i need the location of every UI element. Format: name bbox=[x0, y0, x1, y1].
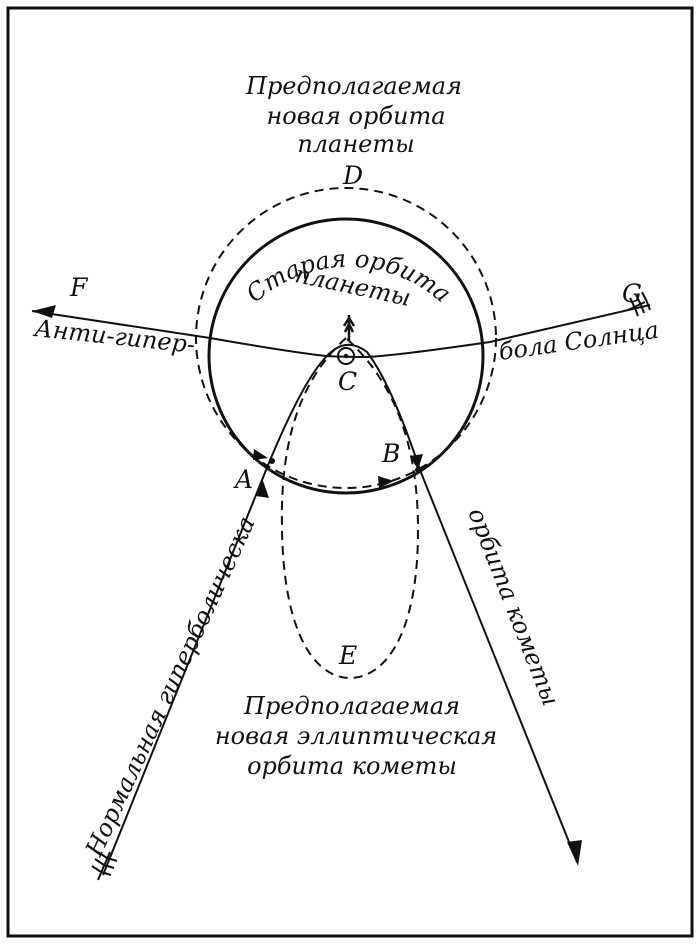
new-comet-elliptical-orbit bbox=[280, 336, 420, 680]
caption-comet-orbit: орбита кометы bbox=[462, 504, 564, 710]
comet-hyperbolic-orbit bbox=[102, 343, 578, 876]
arrow-near-a-icon bbox=[256, 478, 269, 498]
caption-anti-hyperbola-right: бола Солнца bbox=[497, 316, 661, 366]
frame-border bbox=[6, 6, 694, 938]
label-e: E bbox=[338, 641, 357, 670]
anti-hyperbola bbox=[31, 304, 651, 359]
new-planet-orbit bbox=[195, 187, 497, 489]
marker-arrow-icon bbox=[342, 315, 356, 340]
label-b: B bbox=[381, 439, 400, 468]
svg-text:новая орбита: новая орбита bbox=[266, 102, 445, 130]
caption-anti-hyperbola-left: Анти-гипер- bbox=[31, 314, 196, 359]
point-b-dot bbox=[415, 467, 421, 473]
arrow-bottom-right-icon bbox=[567, 840, 582, 866]
label-d: D bbox=[342, 161, 363, 190]
svg-text:новая эллиптическая: новая эллиптическая bbox=[215, 722, 497, 750]
sun-icon bbox=[337, 347, 355, 365]
feather-bottom-left-icon bbox=[91, 851, 118, 881]
caption-comet-new-orbit: Предполагаемая новая эллиптическая орбит… bbox=[215, 692, 497, 780]
svg-text:Предполагаемая: Предполагаемая bbox=[243, 692, 460, 720]
point-a-dot bbox=[269, 458, 275, 464]
label-a: A bbox=[233, 465, 253, 494]
label-g: G bbox=[622, 279, 642, 308]
caption-planet-new-orbit: Предполагаемая новая орбита планеты bbox=[245, 72, 462, 158]
feather-g-icon bbox=[627, 291, 651, 317]
sun-center-dot bbox=[343, 353, 349, 359]
svg-text:Предполагаемая: Предполагаемая bbox=[245, 72, 462, 100]
label-f: F bbox=[69, 273, 89, 302]
arrow-comet-b-icon bbox=[410, 454, 423, 470]
label-c: C bbox=[338, 367, 357, 396]
arrow-f-icon bbox=[32, 305, 56, 318]
old-planet-orbit bbox=[207, 217, 485, 495]
svg-text:планеты: планеты bbox=[297, 130, 414, 158]
arrow-orbit-a-icon bbox=[253, 449, 268, 460]
svg-text:орбита кометы: орбита кометы bbox=[247, 752, 457, 780]
arrow-orbit-b-icon bbox=[378, 476, 394, 488]
